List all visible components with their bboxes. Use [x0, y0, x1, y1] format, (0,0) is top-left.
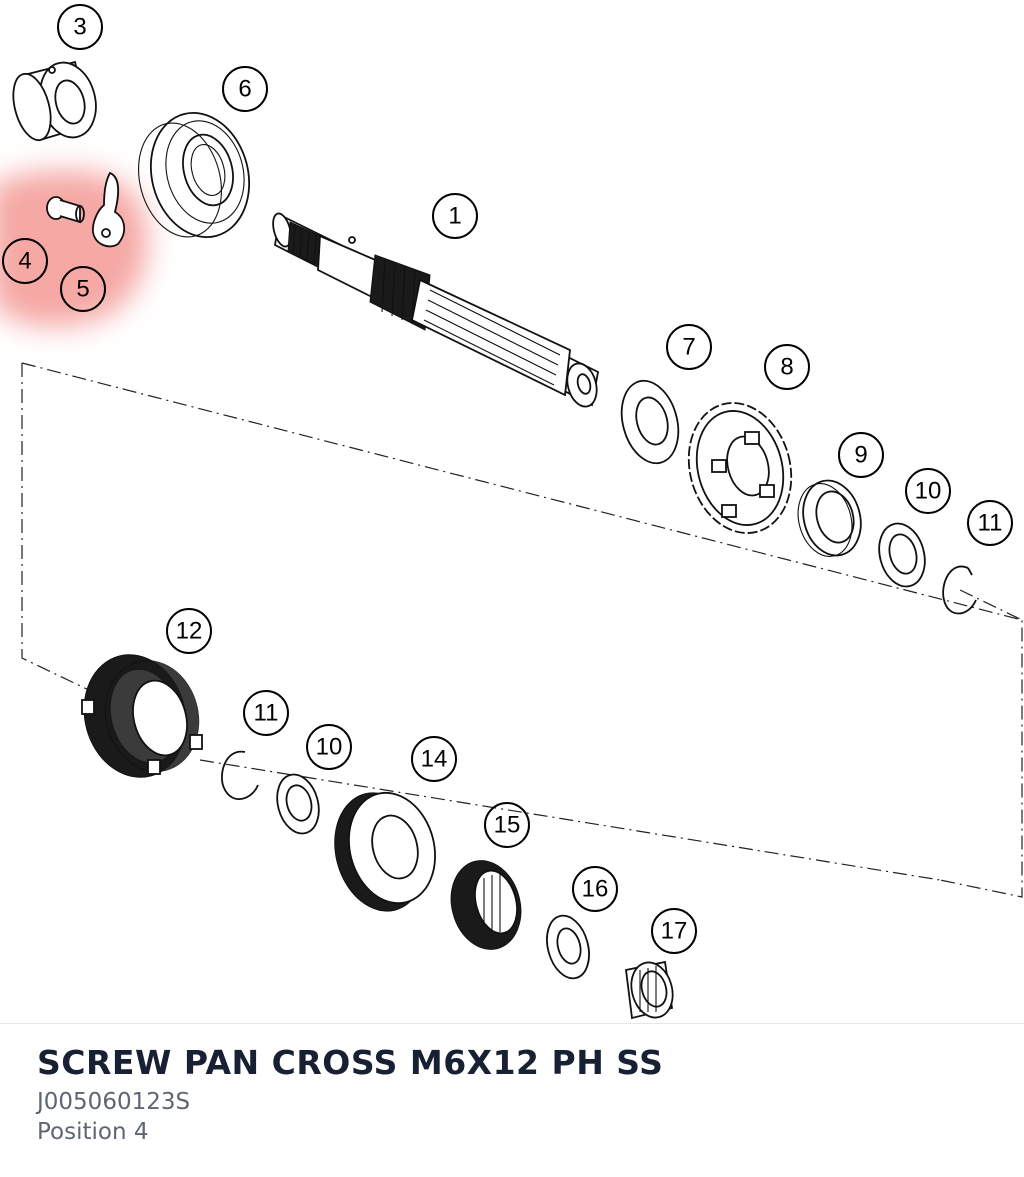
callout-5[interactable]: 5: [60, 266, 106, 312]
callout-17[interactable]: 17: [651, 908, 697, 954]
svg-text:10: 10: [915, 478, 942, 505]
assembly-line: [199, 759, 941, 881]
part-16-washer[interactable]: [540, 911, 595, 983]
part-9-sleeve[interactable]: [790, 474, 869, 562]
exploded-parts-diagram: 1 3 4 5 6 7 8 9 10 11 12 10 11 14 15 16 …: [0, 4, 1023, 1022]
callout-8[interactable]: 8: [764, 344, 810, 390]
part-11-circlip[interactable]: [942, 565, 977, 615]
callout-6[interactable]: 6: [222, 66, 268, 112]
callout-12[interactable]: 12: [166, 608, 212, 654]
part-14-gear[interactable]: [322, 783, 447, 922]
part-15-gear[interactable]: [442, 853, 531, 958]
svg-text:6: 6: [238, 76, 251, 103]
part-position: Position 4: [37, 1119, 149, 1145]
svg-text:1: 1: [448, 203, 461, 230]
callout-11-lower[interactable]: 11: [243, 690, 289, 736]
part-6-bearing[interactable]: [126, 102, 262, 249]
part-3-bushing[interactable]: [7, 56, 104, 144]
svg-text:7: 7: [682, 334, 695, 361]
svg-text:15: 15: [494, 812, 521, 839]
svg-text:14: 14: [421, 746, 448, 773]
svg-text:10: 10: [316, 734, 343, 761]
svg-text:17: 17: [661, 918, 688, 945]
divider: [0, 1023, 1024, 1024]
part-10-lock-washer-lower[interactable]: [271, 770, 325, 838]
part-10-lock-washer[interactable]: [872, 518, 931, 591]
svg-text:5: 5: [76, 276, 89, 303]
part-8-gear[interactable]: [675, 391, 806, 544]
callout-1[interactable]: 1: [432, 193, 478, 239]
part-5-plate[interactable]: [92, 171, 125, 248]
svg-text:9: 9: [854, 442, 867, 469]
assembly-line: [21, 362, 1023, 898]
svg-text:11: 11: [978, 510, 1003, 537]
callout-10-lower[interactable]: 10: [306, 724, 352, 770]
svg-text:16: 16: [582, 876, 609, 903]
svg-text:8: 8: [780, 354, 793, 381]
part-11-circlip-lower[interactable]: [221, 750, 259, 800]
part-17-needle-bearing[interactable]: [625, 958, 678, 1022]
callout-15[interactable]: 15: [484, 802, 530, 848]
svg-text:12: 12: [176, 618, 203, 645]
callout-14[interactable]: 14: [411, 736, 457, 782]
part-4-screw[interactable]: [46, 196, 85, 224]
part-number: J005060123S: [37, 1089, 191, 1115]
part-7-washer[interactable]: [613, 374, 687, 469]
callout-11[interactable]: 11: [967, 500, 1013, 546]
svg-text:3: 3: [73, 14, 86, 41]
svg-text:4: 4: [18, 248, 31, 275]
callout-10[interactable]: 10: [905, 468, 951, 514]
callout-3[interactable]: 3: [57, 4, 103, 50]
assembly-line: [21, 363, 96, 694]
svg-text:11: 11: [254, 700, 279, 727]
callout-9[interactable]: 9: [838, 432, 884, 478]
callout-7[interactable]: 7: [666, 324, 712, 370]
assembly-line: [959, 589, 1023, 621]
part-title: SCREW PAN CROSS M6X12 PH SS: [37, 1043, 664, 1082]
part-12-gear[interactable]: [71, 643, 211, 789]
callout-16[interactable]: 16: [572, 866, 618, 912]
callout-4[interactable]: 4: [2, 238, 48, 284]
part-1-main-shaft[interactable]: [270, 212, 601, 410]
